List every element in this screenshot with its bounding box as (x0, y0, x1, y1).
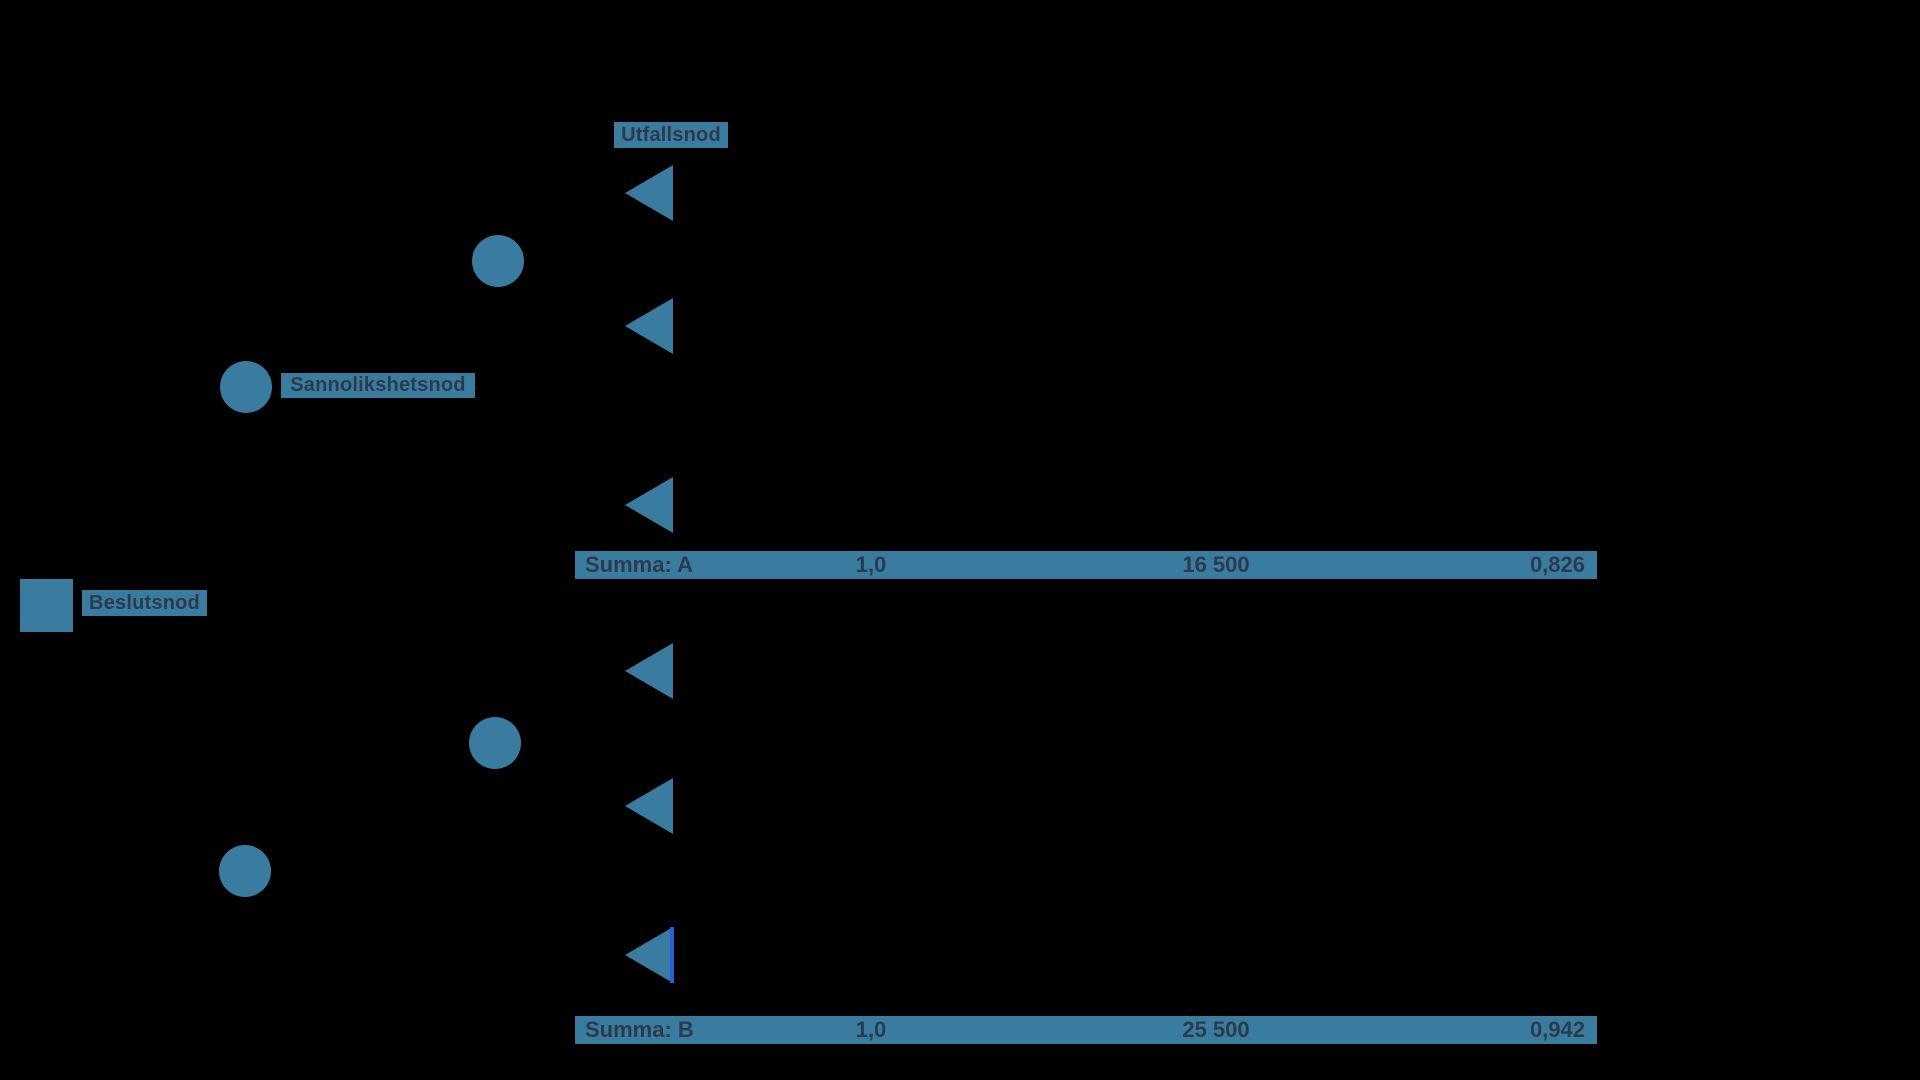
outcome-node-triangle-4 (625, 643, 673, 699)
outcome-node-triangle-2 (625, 298, 673, 354)
summary-b-probability: 1,0 (855, 1017, 887, 1042)
summary-b-value: 25 500 (1182, 1017, 1250, 1042)
outcome-node-triangle-3 (625, 477, 673, 533)
probability-node-circle-branch-a (220, 361, 272, 413)
probability-node-circle-mid (469, 717, 521, 769)
probability-node-label: Sannolikshetsnod (281, 373, 475, 398)
summary-bar-a: Summa: A 1,0 16 500 0,826 (575, 551, 1597, 579)
selected-branch-line (670, 927, 674, 983)
summary-bar-b: Summa: B 1,0 25 500 0,942 (575, 1016, 1597, 1044)
probability-node-circle-branch-b (219, 845, 271, 897)
summary-a-probability: 1,0 (855, 552, 887, 577)
decision-node-label: Beslutsnod (82, 590, 207, 616)
summary-a-value: 16 500 (1182, 552, 1250, 577)
decision-node-square (20, 579, 73, 632)
outcome-node-triangle-5 (625, 778, 673, 834)
summary-a-label: Summa: A (585, 552, 693, 577)
outcome-node-triangle-6 (625, 927, 673, 983)
outcome-node-triangle-1 (625, 165, 673, 221)
summary-a-utility: 0,826 (1529, 552, 1585, 577)
summary-b-utility: 0,942 (1529, 1017, 1585, 1042)
probability-node-circle-top (472, 235, 524, 287)
summary-b-label: Summa: B (585, 1017, 694, 1042)
outcome-node-label: Utfallsnod (614, 122, 728, 148)
